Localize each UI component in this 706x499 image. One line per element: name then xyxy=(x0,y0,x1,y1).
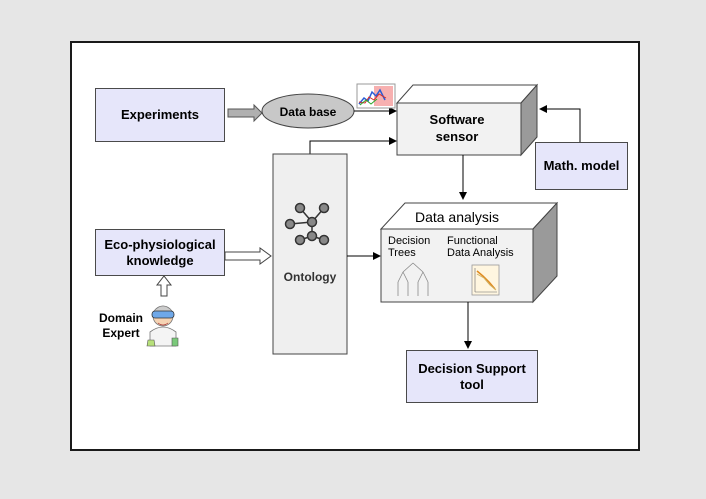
functional-analysis-chart-icon xyxy=(471,264,500,296)
decision-trees-label-line1: Decision xyxy=(388,235,430,247)
ontology-panel xyxy=(272,153,348,355)
eco-knowledge-label-line2: knowledge xyxy=(126,252,194,268)
data-analysis-cube xyxy=(379,201,559,304)
database-label: Data base xyxy=(280,105,337,119)
math-model-to-sensor-arrow xyxy=(539,105,581,142)
domain-expert-label-line1: Domain xyxy=(98,311,143,325)
expert-to-knowledge-arrow xyxy=(155,275,173,297)
functional-analysis-label-line1: Functional xyxy=(447,235,498,247)
domain-expert-label: Domain Expert xyxy=(98,311,144,341)
ontology-label: Ontology xyxy=(284,270,337,284)
decision-support-box: Decision Support tool xyxy=(406,350,538,403)
software-sensor-label-line1: Software xyxy=(430,112,485,127)
chart-thumbnail-icon xyxy=(356,83,396,109)
data-analysis-title: Data analysis xyxy=(415,209,499,225)
decision-tree-icon xyxy=(397,262,429,296)
domain-expert-label-line2: Expert xyxy=(102,326,140,340)
functional-analysis-label-line2: Data Analysis xyxy=(447,247,514,259)
math-model-box: Math. model xyxy=(535,142,628,190)
experiments-to-database-arrow xyxy=(227,103,263,123)
network-graph-icon xyxy=(284,202,330,246)
experiments-box: Experiments xyxy=(95,88,225,142)
decision-trees-label-line2: Trees xyxy=(388,247,416,259)
math-model-label: Math. model xyxy=(543,158,620,173)
experiments-label: Experiments xyxy=(120,107,200,122)
decision-support-label-line2: tool xyxy=(460,376,484,392)
decision-support-label-line1: Decision Support xyxy=(418,360,526,376)
eco-knowledge-label-line1: Eco-physiological xyxy=(104,236,216,252)
software-sensor-cube xyxy=(395,83,539,157)
eco-knowledge-box: Eco-physiological knowledge xyxy=(95,229,225,276)
knowledge-to-ontology-arrow xyxy=(224,247,272,265)
domain-expert-scientist-icon xyxy=(145,300,181,348)
ontology-to-sensor-arrow xyxy=(309,137,397,154)
software-sensor-label-line2: sensor xyxy=(436,129,479,144)
